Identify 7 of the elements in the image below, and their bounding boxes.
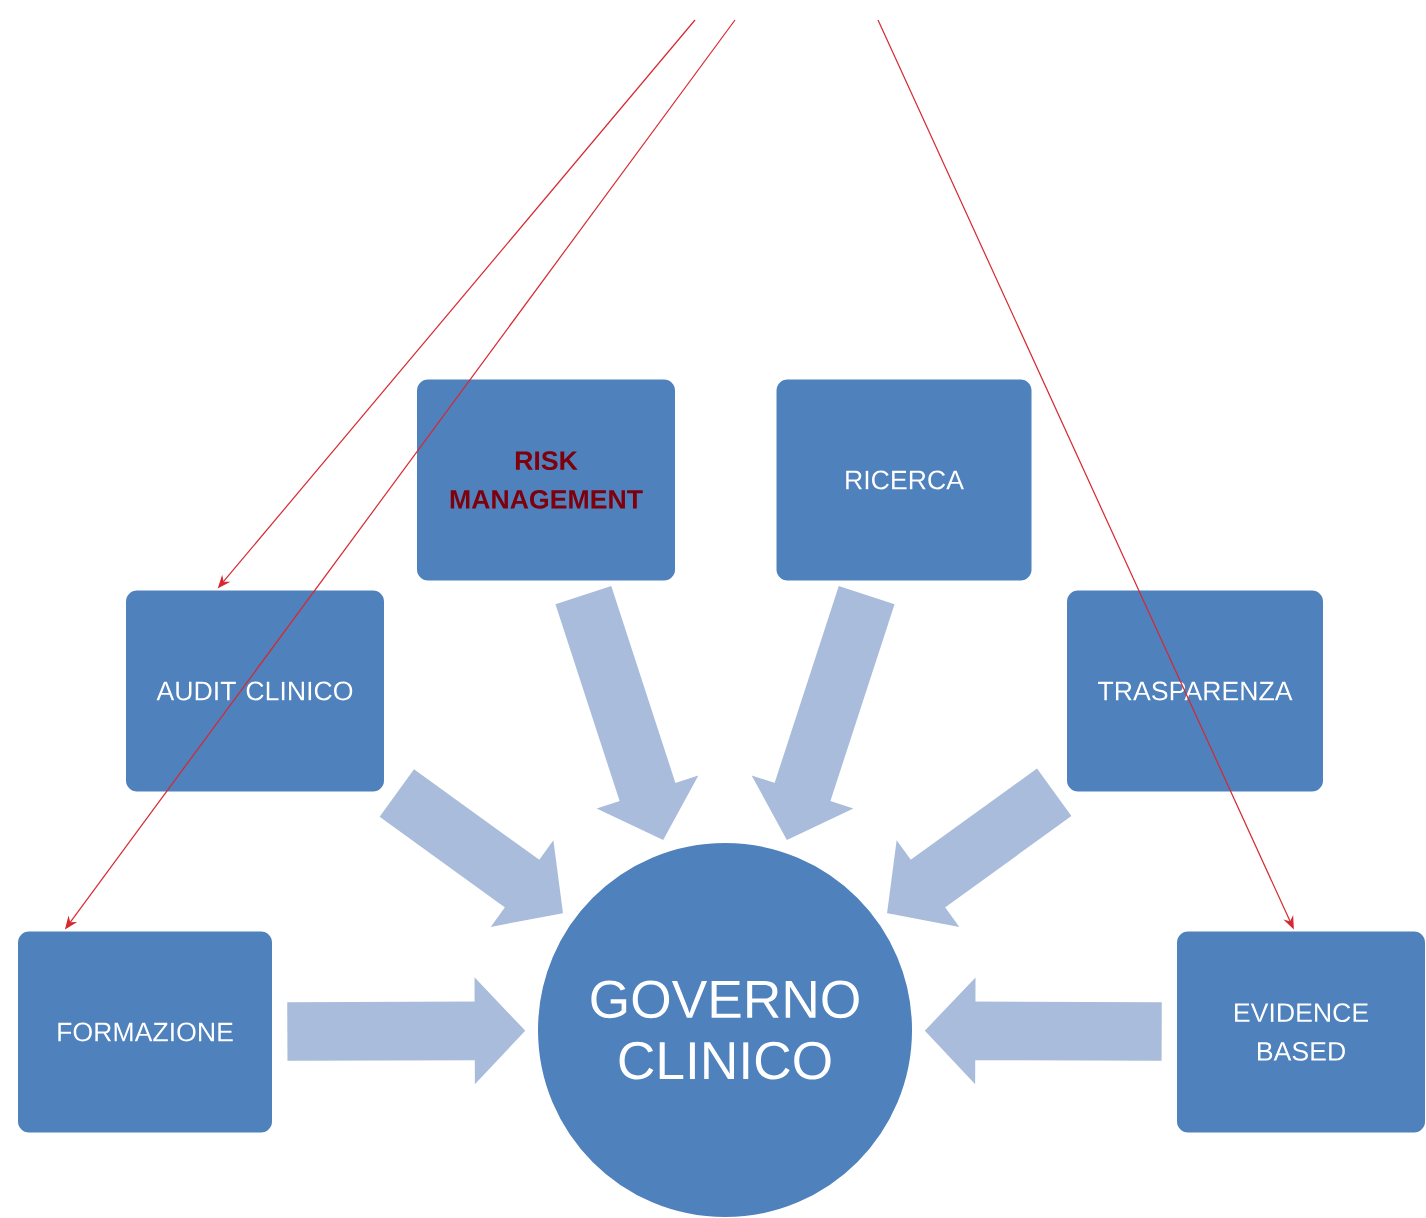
process-box: EVIDENCE BASED xyxy=(1175,929,1426,1135)
process-box: FORMAZIONE xyxy=(16,929,274,1135)
process-box: RICERCA xyxy=(774,377,1034,583)
block-arrow xyxy=(887,768,1072,927)
process-box: RISK MANAGEMENT xyxy=(415,377,677,583)
process-box: AUDIT CLINICO xyxy=(124,588,386,794)
circle-node: GOVERNO CLINICO xyxy=(536,841,914,1218)
